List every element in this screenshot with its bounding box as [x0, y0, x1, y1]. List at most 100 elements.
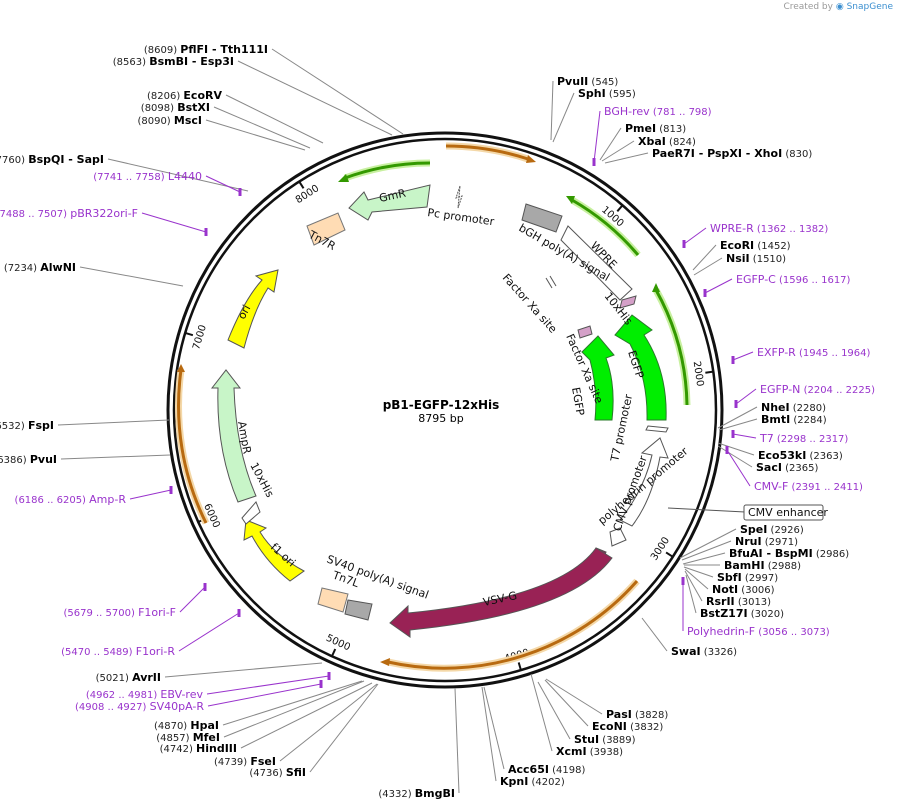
primer-position: (7741 .. 7758)	[93, 172, 168, 183]
site-label: Eco53kI (2363)	[758, 449, 843, 462]
site-leader	[679, 528, 737, 559]
site-label: NsiI (1510)	[726, 252, 786, 265]
site-label: SwaI (3326)	[671, 645, 737, 658]
site-position: (3832)	[627, 722, 664, 733]
site-leader	[483, 686, 505, 770]
primer-label: (7488 .. 7507) pBR322ori-F	[0, 207, 138, 220]
primer-position: (2391 .. 2411)	[788, 482, 863, 493]
site-label: BfuAI - BspMI (2986)	[729, 547, 849, 560]
primer-mark	[169, 486, 173, 494]
label-ampr: AmpR	[235, 420, 254, 455]
site-label: SphI (595)	[578, 87, 636, 100]
tick-label: 3000	[649, 535, 672, 562]
label-ori: ori	[235, 303, 253, 322]
gmr-feature	[348, 184, 431, 221]
primer-label: WPRE-R (1362 .. 1382)	[710, 222, 828, 235]
tick-label: 8000	[294, 183, 321, 206]
site-leader	[279, 683, 378, 762]
site-position: (5021)	[96, 673, 132, 684]
primer-leader	[593, 110, 601, 163]
primer-mark	[238, 188, 242, 196]
tick-label: 5000	[324, 633, 352, 654]
site-position: (3020)	[748, 609, 785, 620]
site-leader	[545, 678, 603, 715]
ori-feature	[227, 269, 279, 349]
primer-position: (7488 .. 7507)	[0, 209, 70, 220]
his-tag-1-feature	[619, 295, 637, 309]
primer-mark	[725, 446, 729, 454]
site-label: Acc65I (4198)	[508, 763, 585, 776]
site-leader	[684, 568, 709, 590]
primer-name: SV40pA-R	[150, 700, 205, 713]
brand-text: SnapGene	[846, 2, 893, 12]
site-position: (4742)	[160, 744, 196, 755]
site-name: Acc65I	[508, 763, 549, 776]
primer-name: BGH-rev	[604, 105, 650, 118]
primer-leader	[179, 586, 206, 613]
label-egfp-2: EGFP	[569, 386, 587, 417]
site-position: (3889)	[599, 735, 636, 746]
site-name-2: - BspMI	[763, 547, 813, 560]
site-name: BmtI	[761, 413, 790, 426]
site-label: EcoNI (3832)	[592, 720, 663, 733]
site-label: (7760) BspQI - SapI	[0, 153, 104, 166]
site-position: (8563)	[113, 57, 149, 68]
primer-position: (6186 .. 6205)	[15, 495, 90, 506]
primer-mark	[703, 289, 707, 297]
site-name-3: - XhoI	[742, 147, 782, 160]
site-label: NotI (3006)	[712, 583, 775, 596]
primer-position: (3056 .. 3073)	[755, 627, 830, 638]
cmv-enhancer-callout: CMV enhancer	[667, 504, 828, 521]
site-leader	[717, 445, 753, 468]
site-name: KpnI	[500, 775, 528, 788]
site-leader	[544, 679, 589, 727]
plasmid-name: pB1-EGFP-12xHis	[383, 398, 500, 412]
site-label: (7234) AlwNI	[4, 261, 76, 274]
site-label: (8206) EcoRV	[147, 89, 222, 102]
pc-promoter-feature	[455, 185, 463, 209]
site-name: EcoNI	[592, 720, 627, 733]
site-name: FspI	[28, 419, 54, 432]
primer-label: (5679 .. 5700) F1ori-F	[63, 606, 176, 619]
primer-leader	[735, 388, 757, 405]
site-label: BstZ17I (3020)	[700, 607, 784, 620]
site-position: (2988)	[765, 561, 802, 572]
snapgene-credit: Created by ◉ SnapGene	[783, 2, 893, 12]
ampr-promoter-feature	[241, 501, 261, 525]
site-leader	[604, 152, 649, 164]
site-label: NheI (2280)	[761, 401, 826, 414]
primer-name: WPRE-R	[710, 222, 754, 235]
site-label: SbfI (2997)	[717, 571, 778, 584]
site-position: (830)	[782, 149, 812, 160]
site-leader	[271, 48, 404, 135]
primer-position: (1945 .. 1964)	[796, 348, 871, 359]
site-leader	[685, 574, 697, 614]
tick-mark	[184, 331, 194, 337]
site-leader	[601, 140, 635, 162]
site-name: StuI	[574, 733, 599, 746]
primer-label: T7 (2298 .. 2317)	[759, 432, 848, 445]
tick-mark	[298, 181, 305, 189]
site-label: (8090) MscI	[137, 114, 202, 127]
site-name: PvuII	[557, 75, 588, 88]
site-name: EcoRV	[183, 89, 222, 102]
site-position: (545)	[588, 77, 618, 88]
primer-leader	[683, 227, 707, 245]
vsvg-feature	[389, 547, 613, 638]
primer-position: (781 .. 798)	[650, 107, 712, 118]
site-position: (7760)	[0, 155, 28, 166]
primer-mark	[734, 400, 738, 408]
site-label: SacI (2365)	[756, 461, 818, 474]
site-name: HindIII	[196, 742, 237, 755]
site-leader	[240, 682, 373, 749]
site-label: (4736) SfiI	[249, 766, 306, 779]
backbone-inner-ring	[172, 137, 718, 683]
tick-mark	[331, 648, 337, 657]
egfp-feature-1	[614, 314, 667, 421]
site-name-2: - SapI	[64, 153, 104, 166]
primer-leader	[726, 449, 751, 487]
site-name: BmgBI	[415, 787, 455, 800]
site-leader	[164, 662, 323, 678]
site-position: (8609)	[144, 45, 180, 56]
